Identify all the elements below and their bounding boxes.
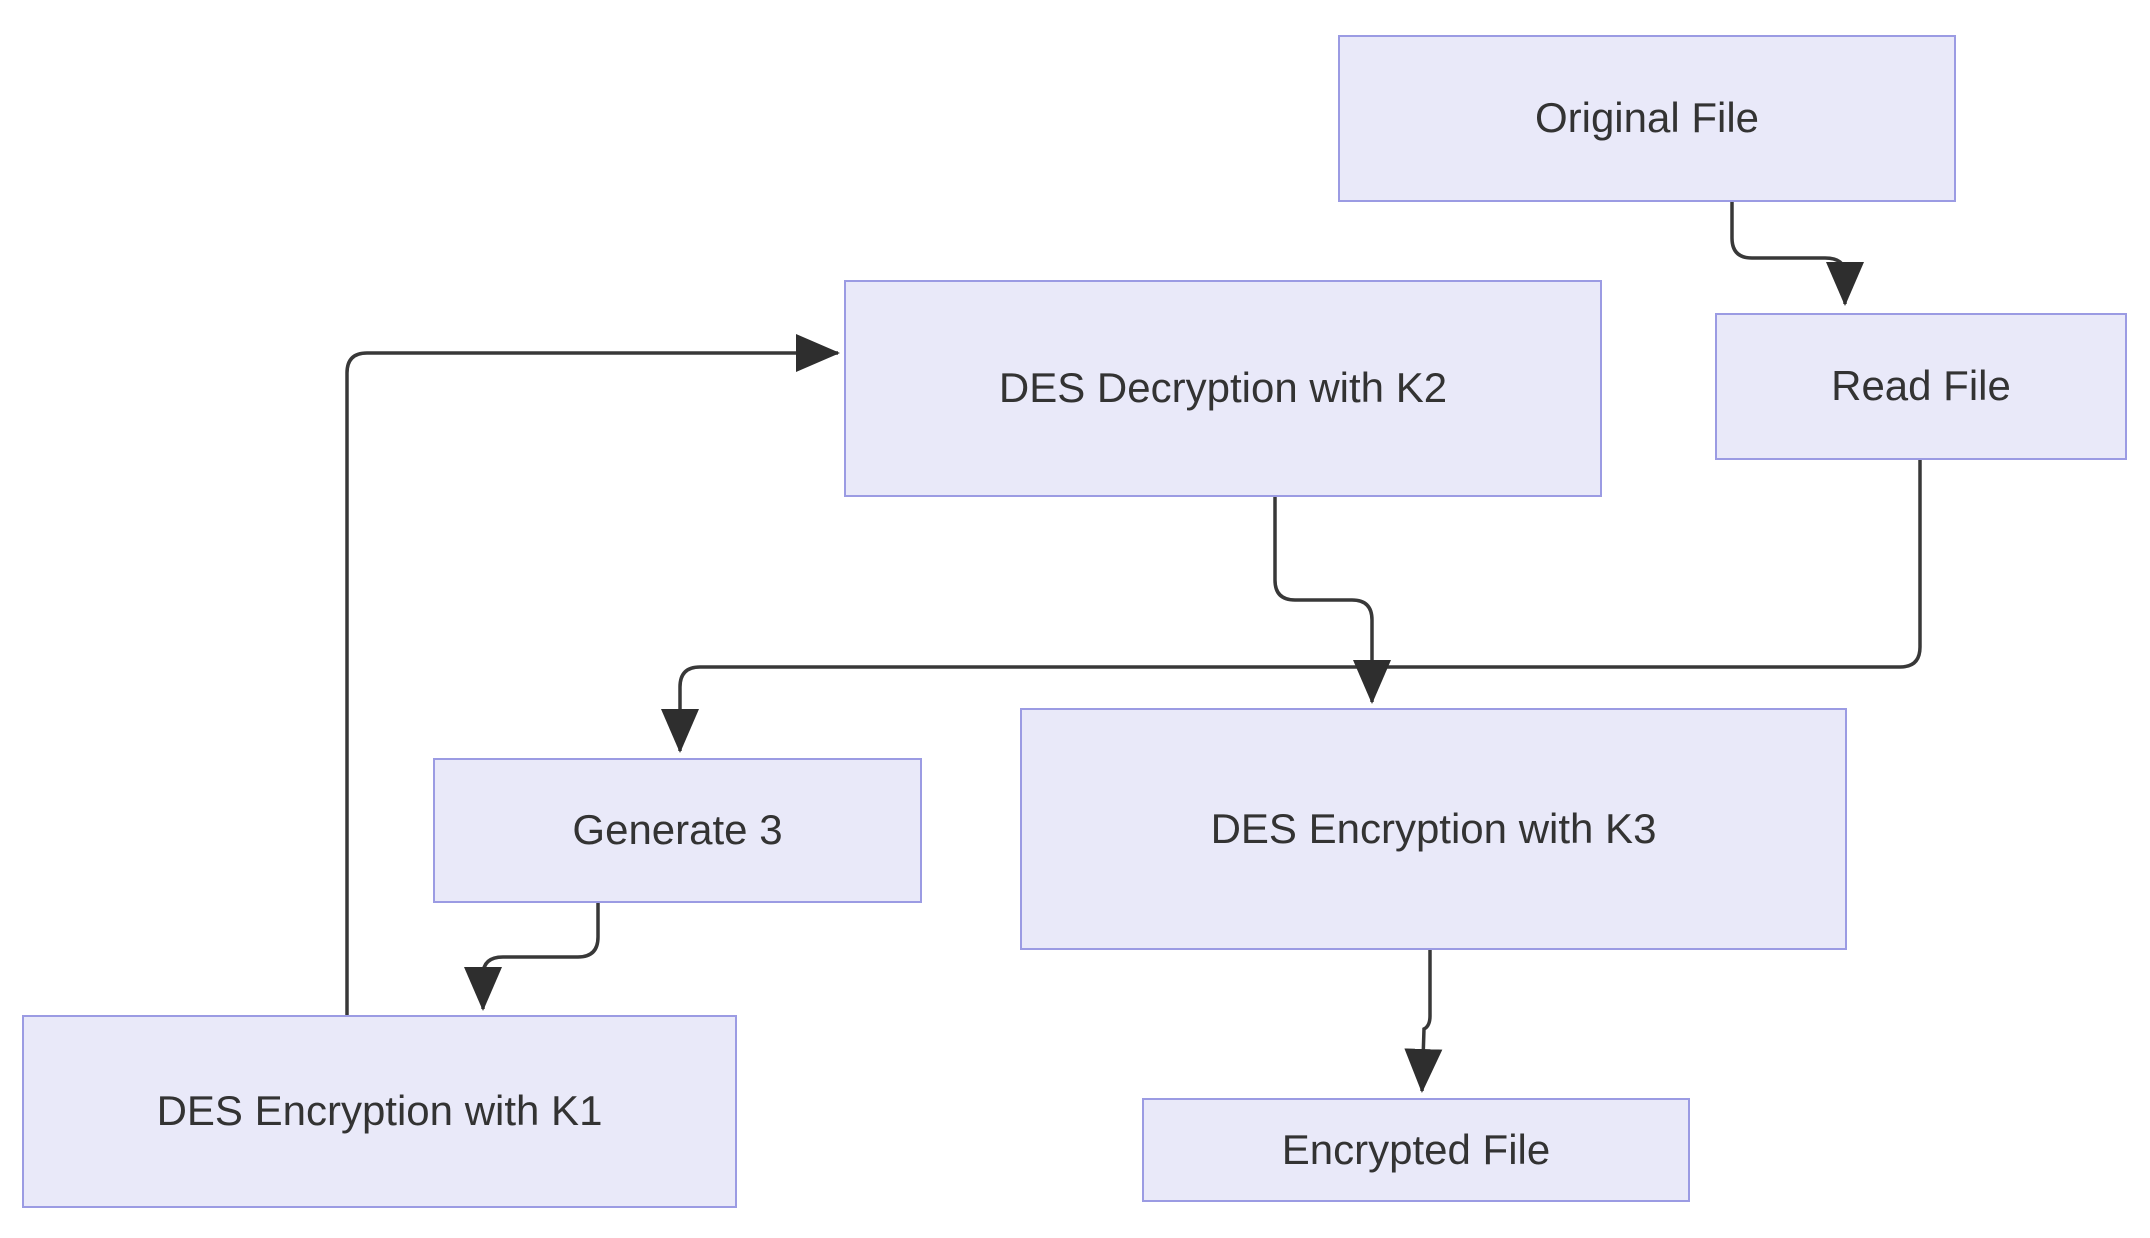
node-des-encryption-k1-label: DES Encryption with K1 — [156, 1087, 603, 1135]
node-encrypted-file: Encrypted File — [1142, 1098, 1690, 1202]
node-read-file-label: Read File — [1831, 362, 2011, 410]
edge-generate-3-to-des-encryption-k1 — [464, 903, 600, 1011]
edge-des-decryption-k2-to-des-encryption-k3 — [1273, 497, 1391, 704]
node-read-file: Read File — [1715, 313, 2127, 460]
node-generate-3-label: Generate 3 — [572, 806, 783, 854]
edge-des-encryption-k1-to-des-decryption-k2 — [345, 334, 840, 1015]
node-generate-3: Generate 3 — [433, 758, 922, 903]
node-des-encryption-k1: DES Encryption with K1 — [22, 1015, 737, 1208]
edge-original-file-to-read-file — [1730, 202, 1864, 306]
node-des-encryption-k3: DES Encryption with K3 — [1020, 708, 1847, 950]
node-des-decryption-k2-label: DES Decryption with K2 — [998, 364, 1448, 412]
edge-des-encryption-k3-to-encrypted-file — [1404, 950, 1443, 1093]
node-original-file: Original File — [1338, 35, 1956, 202]
node-des-decryption-k2: DES Decryption with K2 — [844, 280, 1602, 497]
node-des-encryption-k3-label: DES Encryption with K3 — [1210, 804, 1657, 852]
node-encrypted-file-label: Encrypted File — [1281, 1125, 1551, 1173]
node-original-file-label: Original File — [1534, 94, 1760, 142]
